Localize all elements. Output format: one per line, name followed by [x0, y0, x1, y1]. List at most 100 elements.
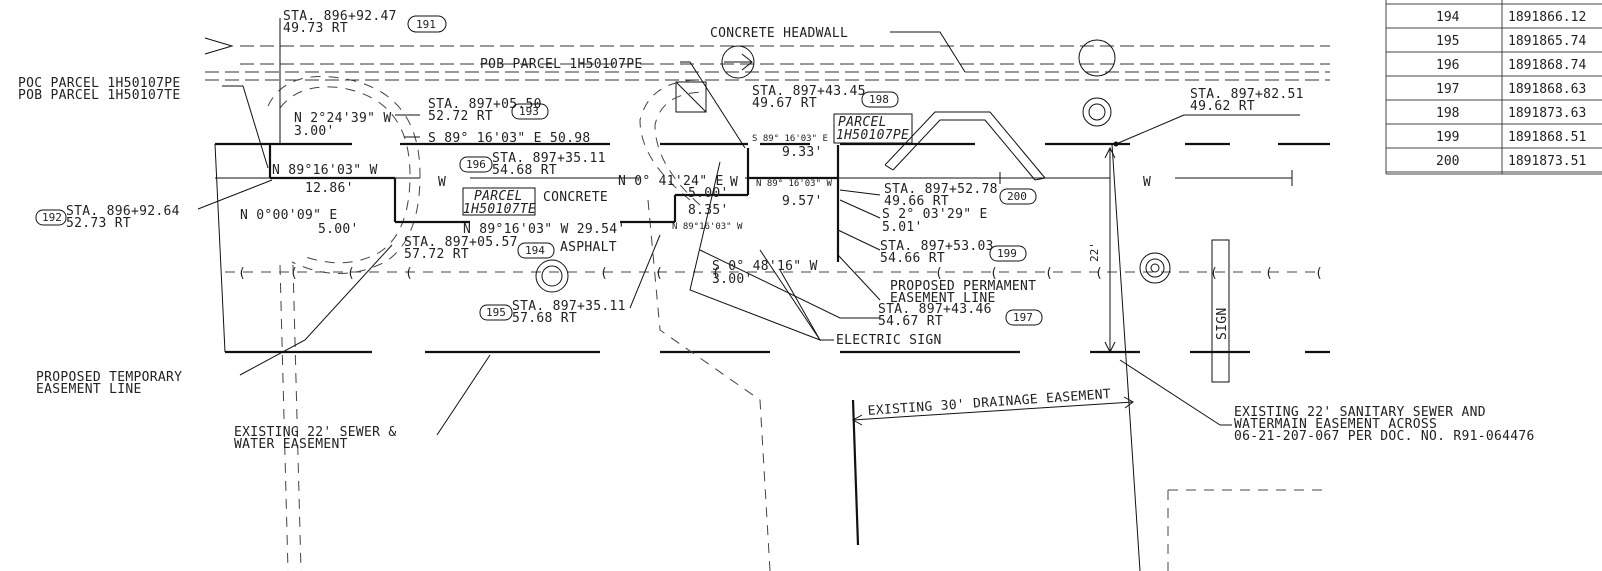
sign-label: SIGN: [1215, 307, 1230, 340]
distance: 9.33': [782, 145, 823, 160]
station-callouts: STA. 896+92.47 49.73 RT 191 192 STA. 896…: [35, 9, 1304, 329]
station-label: STA. 897+82.51: [1190, 87, 1304, 102]
point-id: 193: [519, 105, 539, 118]
table-cell-value: 1891865.74: [1508, 34, 1586, 49]
distance: 3.00': [712, 272, 753, 287]
bearing: N 89°16'03" W 29.54': [463, 222, 626, 237]
coordinate-table: 194 1891866.12 195 1891865.74 196 189186…: [1385, 0, 1602, 175]
parcel-pe-id: 1H50107PE: [836, 128, 909, 143]
manhole-icon: [1078, 39, 1116, 77]
bearing: N 0°00'09" E: [240, 208, 338, 223]
distance: 5.01': [882, 220, 923, 235]
bearing: N 89° 16'03" W: [756, 179, 832, 189]
right-features: 22' SIGN: [1088, 114, 1330, 571]
bearing: N 89°16'03" W: [272, 163, 378, 178]
bearing: N 2°24'39" W: [294, 111, 392, 126]
bearing: S 89° 16'03" E 50.98: [428, 131, 591, 146]
table-cell-value: 1891873.51: [1508, 154, 1586, 169]
distance: 8.35': [688, 203, 729, 218]
headwall-label: CONCRETE HEADWALL: [710, 26, 848, 41]
point-id: 195: [486, 306, 506, 319]
table-cell-pt: 194: [1436, 10, 1460, 25]
distance: 3.00': [294, 124, 335, 139]
distance: 5.00': [688, 186, 729, 201]
sewer-easement-label: WATER EASEMENT: [234, 437, 348, 452]
table-cell-pt: 197: [1436, 82, 1459, 97]
svg-text:(: (: [347, 266, 355, 281]
perm-easement-label: EASEMENT LINE: [890, 291, 996, 306]
table-cell-value: 1891868.74: [1508, 58, 1586, 73]
sewer-line: ( ( ( ( ( ( ( ( ( ( ( ( ( (: [225, 266, 1323, 281]
svg-text:(: (: [1265, 266, 1273, 281]
bearing: N 89°16'03" W: [672, 222, 743, 232]
table-cell-pt: 195: [1436, 34, 1459, 49]
pob-top-label: POB PARCEL 1H50107PE: [480, 57, 643, 72]
station-offset: 49.73 RT: [283, 21, 348, 36]
station-offset: 57.72 RT: [404, 247, 469, 262]
station-offset: 49.67 RT: [752, 96, 817, 111]
station-label: STA. 896+92.64: [66, 204, 180, 219]
station-offset: 49.66 RT: [884, 194, 949, 209]
concrete-headwall-shape: [884, 111, 1046, 181]
table-cell-value: 1891873.63: [1508, 106, 1586, 121]
parcel-te-box: [462, 187, 536, 216]
station-label: STA. 897+43.46: [878, 302, 992, 317]
sanitary-easement-label: EXISTING 22' SANITARY SEWER AND: [1234, 405, 1486, 420]
asphalt-label: ASPHALT: [560, 240, 617, 255]
svg-text:(: (: [1210, 266, 1218, 281]
point-id: 200: [1007, 190, 1027, 203]
callout-labels: POC PARCEL 1H50107PE POB PARCEL 1H50107T…: [18, 26, 1535, 452]
table-cell-pt: 200: [1436, 154, 1459, 169]
pob-label: POB PARCEL 1H50107TE: [18, 88, 181, 103]
svg-text:(: (: [655, 266, 663, 281]
parcel-te-label: PARCEL: [474, 189, 523, 204]
parcel-pe-box: [833, 113, 913, 144]
table-cell-value: 1891868.63: [1508, 82, 1586, 97]
station-offset: 52.73 RT: [66, 216, 131, 231]
bearing: S 89° 16'03" E: [752, 134, 828, 144]
leader-lines: [197, 18, 966, 436]
svg-text:(: (: [1045, 266, 1053, 281]
poc-label: POC PARCEL 1H50107PE: [18, 76, 181, 91]
point-id: 199: [997, 247, 1017, 260]
temp-easement-label: EASEMENT LINE: [36, 382, 142, 397]
manhole-icon: [1139, 252, 1171, 284]
concrete-label: CONCRETE: [543, 190, 608, 205]
electric-sign-label: ELECTRIC SIGN: [836, 333, 942, 348]
watermain-label: W: [1143, 175, 1151, 190]
station-offset: 52.72 RT: [428, 109, 493, 124]
culvert-icon: [721, 45, 755, 79]
table-cell-pt: 199: [1436, 130, 1459, 145]
parcel-pe-label: PARCEL: [838, 115, 887, 130]
watermain-label: W: [438, 175, 446, 190]
temp-easement-label: PROPOSED TEMPORARY: [36, 370, 182, 385]
inlet-icon: [675, 81, 707, 113]
station-offset: 54.68 RT: [492, 163, 557, 178]
distance: 12.86': [305, 181, 354, 196]
sanitary-easement-label: WATERMAIN EASEMENT ACROSS: [1234, 417, 1437, 432]
perm-easement-label: PROPOSED PERMAMENT: [890, 279, 1036, 294]
station-offset: 54.67 RT: [878, 314, 943, 329]
distance: 5.00': [318, 222, 359, 237]
station-label: STA. 897+53.03: [880, 239, 994, 254]
station-label: STA. 897+05.57: [404, 235, 518, 250]
drainage-easement-label: EXISTING 30' DRAINAGE EASEMENT: [867, 387, 1111, 419]
pavement-edges: [214, 142, 1330, 354]
station-offset: 57.68 RT: [512, 311, 577, 326]
manhole-icon: [1082, 97, 1112, 127]
table-cell-value: 1891868.51: [1508, 130, 1586, 145]
station-label: STA. 897+05.50: [428, 97, 542, 112]
distance: 9.57': [782, 194, 823, 209]
station-label: STA. 897+35.11: [512, 299, 626, 314]
drainage-easement: EXISTING 30' DRAINAGE EASEMENT: [851, 387, 1134, 546]
point-id: 191: [416, 18, 436, 31]
parcel-boundaries: [268, 145, 840, 262]
station-label: STA. 897+52.78: [884, 182, 998, 197]
station-label: STA. 897+35.11: [492, 151, 606, 166]
table-cell-pt: 198: [1436, 106, 1459, 121]
sanitary-easement-label: 06-21-207-067 PER DOC. NO. R91-064476: [1234, 429, 1535, 444]
temporary-easement-curve: [267, 76, 771, 571]
point-id: 197: [1013, 311, 1033, 324]
svg-text:(: (: [290, 266, 298, 281]
